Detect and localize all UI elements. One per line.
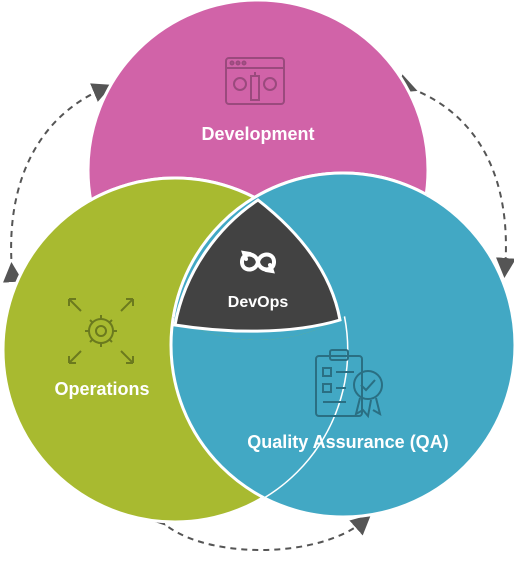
cycle-arrow-bottom bbox=[144, 504, 371, 551]
gear-arrows-icon bbox=[68, 298, 134, 364]
operations-label: Operations bbox=[54, 379, 149, 399]
cycle-arrows bbox=[2, 74, 514, 551]
cycle-arrow-top-right bbox=[395, 74, 514, 278]
development-label: Development bbox=[201, 124, 314, 144]
web-dev-tools-icon bbox=[225, 57, 285, 105]
infinity-cycle-icon bbox=[240, 250, 276, 274]
devops-label: DevOps bbox=[228, 294, 289, 311]
checklist-badge-icon bbox=[315, 349, 383, 419]
qa-label: Quality Assurance (QA) bbox=[247, 432, 448, 452]
